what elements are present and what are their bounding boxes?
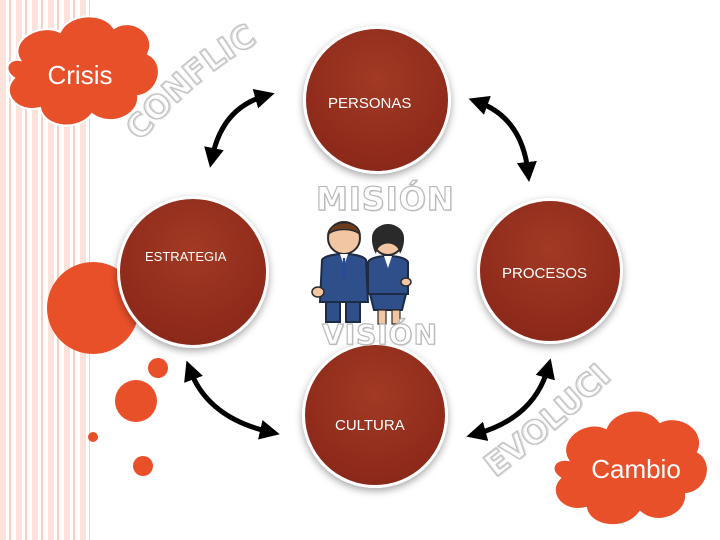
- decorative-dot-small: [148, 358, 168, 378]
- node-cultura-label: CULTURA: [335, 417, 405, 434]
- node-estrategia-label: ESTRATEGIA: [145, 249, 227, 264]
- arrow-bottom-right: [466, 358, 555, 441]
- vision-title: VISIÓN: [321, 317, 438, 351]
- node-personas: PERSONAS: [303, 26, 451, 174]
- arrow-top-left: [204, 89, 275, 168]
- crisis-label: Crisis: [47, 60, 113, 90]
- cambio-label: Cambio: [591, 454, 681, 484]
- node-personas-label: PERSONAS: [328, 95, 412, 112]
- mission-title: MISIÓN: [315, 179, 455, 218]
- decorative-dot-tiny: [88, 432, 98, 442]
- decorative-dot-medium: [115, 380, 157, 422]
- node-procesos-label: PROCESOS: [502, 265, 588, 282]
- arrow-bottom-left: [184, 360, 280, 440]
- arrow-top-right: [468, 96, 537, 182]
- node-estrategia: ESTRATEGIA: [117, 196, 269, 348]
- business-people-icon: [311, 221, 412, 325]
- node-procesos: PROCESOS: [477, 198, 623, 344]
- node-cultura: CULTURA: [302, 342, 448, 488]
- decorative-dot-small: [133, 456, 153, 476]
- cambio-cloud: [552, 409, 709, 526]
- crisis-cloud: [6, 15, 160, 127]
